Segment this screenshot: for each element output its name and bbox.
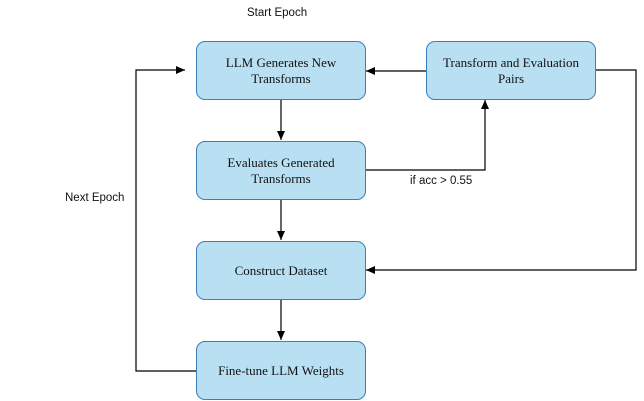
edge-pairs-to-dataset (366, 69, 637, 274)
node-evaluate-transforms: Evaluates Generated Transforms (196, 141, 366, 200)
start-epoch-label: Start Epoch (247, 7, 308, 19)
node-generate-transforms: LLM Generates New Transforms (196, 41, 366, 100)
edge-finetune-to-generate (135, 66, 196, 372)
node-construct-dataset: Construct Dataset (196, 241, 366, 300)
node-finetune-weights: Fine-tune LLM Weights (196, 341, 366, 400)
edge-evaluate-to-pairs (366, 100, 489, 171)
condition-label: if acc > 0.55 (410, 175, 473, 187)
next-epoch-label: Next Epoch (65, 192, 125, 204)
node-transform-evaluation-pairs: Transform and Evaluation Pairs (426, 41, 596, 100)
